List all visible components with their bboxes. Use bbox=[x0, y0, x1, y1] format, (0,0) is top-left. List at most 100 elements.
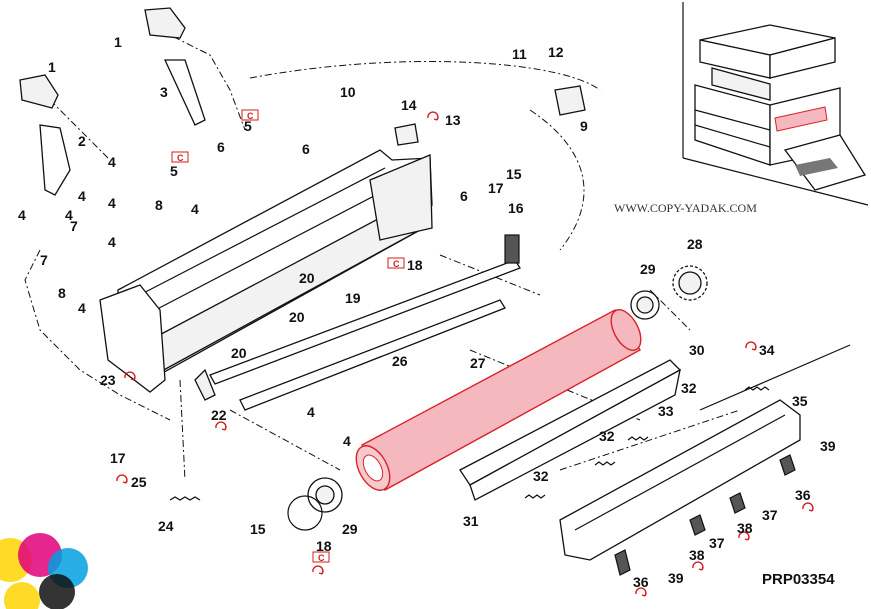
part-number-label: 8 bbox=[155, 197, 163, 213]
part-number-label: 30 bbox=[689, 342, 705, 358]
top-brackets bbox=[19, 7, 586, 196]
retaining-ring bbox=[287, 495, 323, 531]
part-number-label: 25 bbox=[131, 474, 147, 490]
rotate-arrow-icon bbox=[745, 341, 757, 351]
rotate-arrow-icons bbox=[116, 111, 814, 597]
part-number-label: 19 bbox=[345, 290, 361, 306]
part-number-label: 5 bbox=[170, 163, 178, 179]
part-number-label: 8 bbox=[58, 285, 66, 301]
part-number-label: 18 bbox=[316, 538, 332, 554]
part-number-label: 4 bbox=[108, 154, 116, 170]
part-number-label: 28 bbox=[687, 236, 703, 252]
part-number-label: 38 bbox=[737, 520, 753, 536]
part-number-label: 18 bbox=[407, 257, 423, 273]
part-number-label: 4 bbox=[191, 201, 199, 217]
part-number-label: 39 bbox=[820, 438, 836, 454]
rotate-arrow-icon bbox=[312, 565, 324, 575]
part-number-label: 36 bbox=[795, 487, 811, 503]
clip-symbol: C bbox=[171, 151, 189, 163]
bearing-left bbox=[307, 477, 343, 513]
part-number-label: 6 bbox=[217, 139, 225, 155]
part-number-label: 36 bbox=[633, 574, 649, 590]
part-number-label: 10 bbox=[340, 84, 356, 100]
part-number-label: 20 bbox=[231, 345, 247, 361]
part-number-label: 13 bbox=[445, 112, 461, 128]
part-number-label: 27 bbox=[470, 355, 486, 371]
part-number-label: 37 bbox=[762, 507, 778, 523]
rotate-arrow-icon bbox=[116, 474, 128, 484]
frame-assembly bbox=[99, 149, 433, 393]
part-number-label: 39 bbox=[668, 570, 684, 586]
part-number-label: 35 bbox=[792, 393, 808, 409]
part-number-label: 4 bbox=[108, 195, 116, 211]
part-number-label: 14 bbox=[401, 97, 417, 113]
part-number-label: 32 bbox=[599, 428, 615, 444]
svg-text:C: C bbox=[318, 553, 325, 563]
machine-inset bbox=[682, 2, 869, 206]
part-number-label: 34 bbox=[759, 342, 775, 358]
part-number-label: 3 bbox=[160, 84, 168, 100]
copier-machine-icon bbox=[694, 24, 867, 191]
part-number-label: 17 bbox=[110, 450, 126, 466]
drive-gear bbox=[672, 265, 708, 301]
part-number-label: 15 bbox=[506, 166, 522, 182]
part-number-label: 32 bbox=[681, 380, 697, 396]
part-number-label: 20 bbox=[299, 270, 315, 286]
part-number-label: 4 bbox=[108, 234, 116, 250]
part-number-label: 1 bbox=[114, 34, 122, 50]
part-number-label: 20 bbox=[289, 309, 305, 325]
separation-finger-assembly bbox=[559, 399, 801, 576]
part-number-label: 15 bbox=[250, 521, 266, 537]
part-number-label: 4 bbox=[65, 207, 73, 223]
part-number-label: 24 bbox=[158, 518, 174, 534]
part-number-label: 4 bbox=[18, 207, 26, 223]
svg-text:C: C bbox=[177, 153, 184, 163]
part-number-label: 5 bbox=[244, 118, 252, 134]
rotate-arrow-icon bbox=[635, 587, 647, 597]
part-number-label: 4 bbox=[343, 433, 351, 449]
part-number-label: 16 bbox=[508, 200, 524, 216]
part-number-label: 37 bbox=[709, 535, 725, 551]
rotate-arrow-icon bbox=[215, 421, 227, 431]
part-number-label: 7 bbox=[70, 218, 78, 234]
part-number-label: 12 bbox=[548, 44, 564, 60]
clip-symbol: C bbox=[241, 109, 259, 121]
clip-symbols: C C C C bbox=[171, 109, 405, 563]
part-number-label: 31 bbox=[463, 513, 479, 529]
part-number-label: 33 bbox=[658, 403, 674, 419]
part-number-label: 6 bbox=[460, 188, 468, 204]
watermark-text: WWW.COPY-YADAK.COM bbox=[614, 201, 757, 215]
rotate-arrow-icon bbox=[802, 502, 814, 512]
drawing-code: PRP03354 bbox=[762, 571, 835, 588]
rotate-arrow-icon bbox=[692, 561, 704, 571]
bearing-right bbox=[630, 290, 660, 320]
rotate-arrow-icon bbox=[427, 111, 439, 121]
clip-symbol: C bbox=[312, 551, 330, 563]
part-number-label: 17 bbox=[488, 180, 504, 196]
part-number-label: 32 bbox=[533, 468, 549, 484]
part-number-label: 11 bbox=[512, 46, 527, 62]
part-number-label: 9 bbox=[580, 118, 588, 134]
part-number-label: 26 bbox=[392, 353, 408, 369]
part-number-label: 1 bbox=[48, 59, 56, 75]
rotate-arrow-icon bbox=[738, 531, 750, 541]
part-number-label: 4 bbox=[78, 300, 86, 316]
rail-assembly bbox=[194, 234, 521, 411]
part-number-label: 29 bbox=[342, 521, 358, 537]
part-number-label: 6 bbox=[302, 141, 310, 157]
part-number-label: 22 bbox=[211, 407, 227, 423]
part-number-label: 4 bbox=[78, 188, 86, 204]
clip-symbol: C bbox=[387, 257, 405, 269]
lever-rod bbox=[699, 344, 851, 411]
logo-icon bbox=[0, 533, 88, 609]
svg-text:C: C bbox=[247, 111, 254, 121]
part-number-label: 2 bbox=[78, 133, 86, 149]
part-number-label: 29 bbox=[640, 261, 656, 277]
part-number-label: 4 bbox=[307, 404, 315, 420]
part-number-label: 23 bbox=[100, 372, 116, 388]
svg-text:C: C bbox=[393, 259, 400, 269]
springs bbox=[169, 386, 770, 501]
guide-plate bbox=[459, 359, 682, 501]
